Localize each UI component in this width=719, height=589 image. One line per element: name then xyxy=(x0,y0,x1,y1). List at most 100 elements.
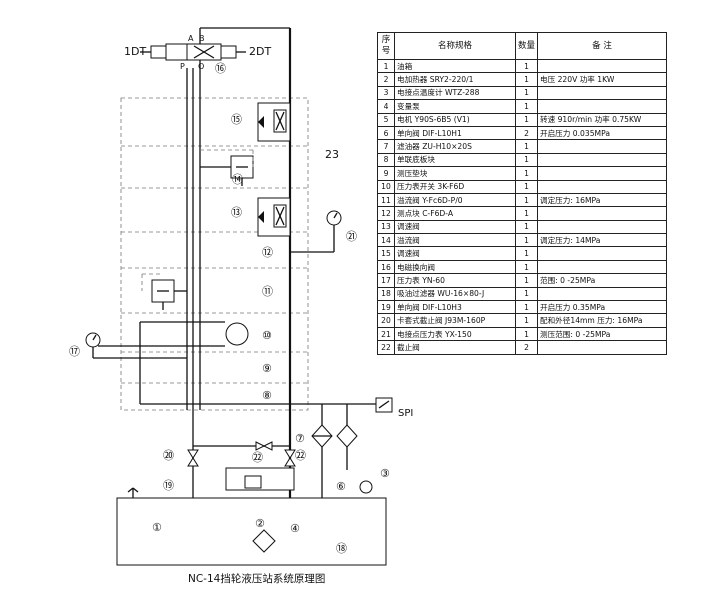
row-name: 压力表开关 3K-F6D xyxy=(394,179,516,194)
pressure-switch-label: SPI xyxy=(398,408,413,419)
row-qty: 1 xyxy=(515,112,538,127)
header-remarks: 备 注 xyxy=(537,32,667,60)
row-qty: 1 xyxy=(515,139,538,154)
row-index: 19 xyxy=(377,300,395,315)
part-number-22a: ㉒ xyxy=(252,451,263,464)
row-name: 截止阀 xyxy=(394,340,516,355)
row-index: 14 xyxy=(377,233,395,248)
row-qty: 1 xyxy=(515,72,538,87)
row-index: 6 xyxy=(377,125,395,141)
part-number-1: ① xyxy=(152,521,162,534)
part-number-13: ⑬ xyxy=(231,206,242,219)
row-index: 11 xyxy=(377,192,395,208)
row-qty: 1 xyxy=(515,219,538,235)
row-qty: 1 xyxy=(515,273,538,288)
row-index: 3 xyxy=(377,85,395,101)
row-qty: 2 xyxy=(515,125,538,141)
row-qty: 1 xyxy=(515,313,538,328)
row-qty: 2 xyxy=(515,340,538,355)
parts-table-header: 序号 名称规格 数量 备 注 xyxy=(377,32,667,60)
part-number-9: ⑨ xyxy=(262,362,272,375)
row-remarks: 调定压力: 14MPa xyxy=(537,233,667,248)
part-number-20: ⑳ xyxy=(163,449,174,462)
oil-tank xyxy=(116,487,387,566)
row-remarks xyxy=(537,246,667,261)
speed-valve-15 xyxy=(257,102,291,142)
row-name: 电接点温度计 WTZ-288 xyxy=(394,85,516,101)
header-qty: 数量 xyxy=(515,32,538,60)
row-qty: 1 xyxy=(515,300,538,315)
row-name: 溢流阀 Y-Fc6D-P/0 xyxy=(394,192,516,208)
row-remarks: 开启压力 0.035MPa xyxy=(537,125,667,141)
heater-body xyxy=(225,467,295,491)
row-remarks xyxy=(537,85,667,101)
row-name: 调速阀 xyxy=(394,219,516,235)
row-name: 溢流阀 xyxy=(394,233,516,248)
pressure-gauge-17 xyxy=(85,332,187,359)
row-remarks xyxy=(537,152,667,168)
row-remarks: 开启压力 0.35MPa xyxy=(537,300,667,315)
row-qty: 1 xyxy=(515,58,538,74)
row-remarks xyxy=(537,219,667,235)
part-number-6: ⑥ xyxy=(336,480,346,493)
row-remarks: 范围: 0 -25MPa xyxy=(537,273,667,288)
gauge-switch-10 xyxy=(98,321,249,347)
row-index: 5 xyxy=(377,112,395,127)
cutoff-valves xyxy=(187,441,296,467)
row-remarks: 调定压力: 16MPa xyxy=(537,192,667,208)
row-index: 16 xyxy=(377,259,395,275)
part-number-14: ⑭ xyxy=(232,173,243,186)
row-index: 4 xyxy=(377,99,395,114)
row-index: 8 xyxy=(377,152,395,168)
row-qty: 1 xyxy=(515,152,538,168)
row-index: 20 xyxy=(377,313,395,328)
row-qty: 1 xyxy=(515,246,538,261)
row-index: 10 xyxy=(377,179,395,194)
row-remarks xyxy=(537,166,667,181)
row-index: 18 xyxy=(377,286,395,302)
row-name: 电接点压力表 YX-150 xyxy=(394,326,516,342)
row-remarks xyxy=(537,99,667,114)
header-index: 序号 xyxy=(377,32,395,60)
row-index: 9 xyxy=(377,166,395,181)
row-remarks xyxy=(537,259,667,275)
row-qty: 1 xyxy=(515,259,538,275)
port-b-label: B xyxy=(199,34,205,43)
row-name: 变量泵 xyxy=(394,99,516,114)
row-remarks: 配和外径14mm 压力: 16MPa xyxy=(537,313,667,328)
row-name: 电加热器 SRY2-220/1 xyxy=(394,72,516,87)
port-a-label: A xyxy=(188,34,194,43)
row-name: 测点块 C-F6D-A xyxy=(394,206,516,221)
block-label: 23 xyxy=(325,148,339,161)
port-o-label: O xyxy=(198,62,204,71)
row-qty: 1 xyxy=(515,179,538,194)
row-qty: 1 xyxy=(515,286,538,302)
part-number-8: ⑧ xyxy=(262,389,272,402)
solenoid-left-label: 1DT xyxy=(124,45,146,58)
part-number-21: ㉑ xyxy=(346,230,357,243)
row-index: 21 xyxy=(377,326,395,342)
row-remarks xyxy=(537,206,667,221)
pressure-switch-line xyxy=(139,322,393,413)
row-qty: 1 xyxy=(515,85,538,101)
row-remarks xyxy=(537,58,667,74)
part-number-10: ⑩ xyxy=(262,329,272,342)
part-number-15: ⑮ xyxy=(231,113,242,126)
row-remarks: 转速 910r/min 功率 0.75KW xyxy=(537,112,667,127)
solenoid-right-label: 2DT xyxy=(249,45,271,58)
directional-valve xyxy=(140,43,246,61)
part-number-11: ⑪ xyxy=(262,285,273,298)
part-number-18: ⑱ xyxy=(336,542,347,555)
row-index: 15 xyxy=(377,246,395,261)
